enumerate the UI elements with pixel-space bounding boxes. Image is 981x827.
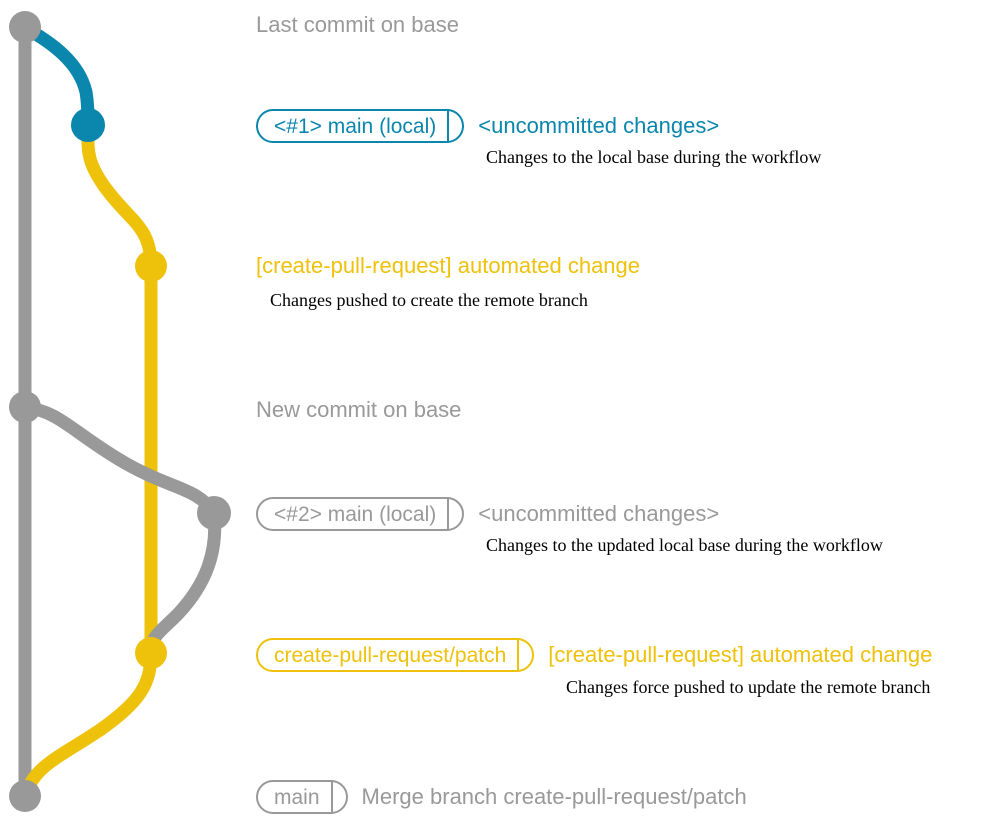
edge-base-to-local-main-1: [18, 20, 95, 132]
headline-automated-change-2: [create-pull-request] automated change: [548, 642, 933, 667]
desc-local-main-1: Changes to the local base during the wor…: [486, 147, 822, 167]
row-local-main-2: <#2> main (local) <uncommitted changes>: [256, 497, 719, 531]
row-automated-change-2: create-pull-request/patch [create-pull-r…: [256, 638, 932, 672]
node-patch-commit-2[interactable]: [135, 637, 167, 669]
ref-pill-main[interactable]: main: [256, 780, 348, 814]
node-local-main-1[interactable]: [71, 108, 105, 142]
headline-uncommitted-changes-1: <uncommitted changes>: [478, 113, 720, 138]
edge-local-main-2-to-patch-2: [144, 506, 222, 660]
headline-new-commit-on-base: New commit on base: [256, 397, 462, 422]
edge-local-main-1-to-patch-1: [81, 118, 158, 273]
row-last-commit-on-base: Last commit on base: [256, 14, 459, 36]
ref-pill-local-main-1[interactable]: <#1> main (local): [256, 109, 465, 143]
headline-automated-change-1: [create-pull-request] automated change: [256, 253, 641, 278]
edge-patch-2-to-merge: [18, 646, 158, 803]
node-base-new-commit[interactable]: [9, 391, 41, 423]
headline-uncommitted-changes-2: <uncommitted changes>: [478, 501, 720, 526]
node-patch-commit-1[interactable]: [135, 250, 167, 282]
desc-automated-change-2: Changes force pushed to update the remot…: [566, 677, 931, 697]
node-base-last-commit[interactable]: [9, 11, 41, 43]
desc-local-main-2: Changes to the updated local base during…: [486, 535, 883, 555]
headline-merge-commit: Merge branch create-pull-request/patch: [361, 784, 747, 809]
row-local-main-1: <#1> main (local) <uncommitted changes>: [256, 109, 719, 143]
edge-base-new-to-local-main-2: [18, 400, 221, 520]
row-automated-change-1: [create-pull-request] automated change: [256, 255, 640, 277]
node-local-main-2[interactable]: [197, 496, 231, 530]
row-merge-commit: main Merge branch create-pull-request/pa…: [256, 780, 747, 814]
headline-last-commit-on-base: Last commit on base: [256, 12, 459, 37]
ref-pill-local-main-2[interactable]: <#2> main (local): [256, 497, 465, 531]
ref-pill-create-pull-request-patch[interactable]: create-pull-request/patch: [256, 638, 535, 672]
node-base-merge-commit[interactable]: [9, 780, 41, 812]
desc-automated-change-1: Changes pushed to create the remote bran…: [270, 290, 588, 310]
row-new-commit-on-base: New commit on base: [256, 399, 461, 421]
